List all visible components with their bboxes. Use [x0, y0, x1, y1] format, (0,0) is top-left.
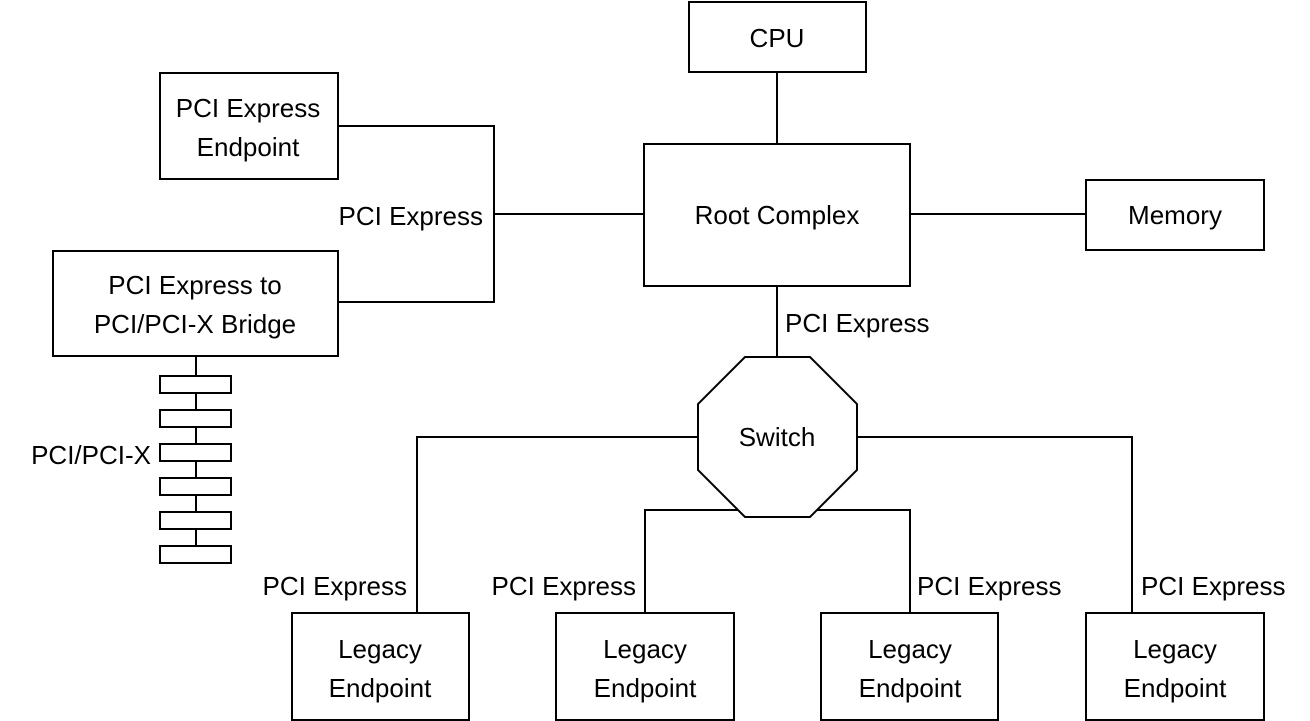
pci-slot — [159, 375, 232, 394]
legacy-2-link-label: PCI Express — [492, 571, 637, 601]
pci-bus-label: PCI/PCI-X — [31, 440, 151, 470]
left-bus-link — [338, 125, 495, 303]
pcie-endpoint-box — [159, 72, 339, 180]
switch-to-legacy-1-link — [416, 436, 698, 613]
legacy-endpoint-box-2 — [555, 612, 735, 721]
memory-box — [1085, 179, 1265, 251]
switch-label: Switch — [739, 422, 816, 452]
legacy-4-link-label: PCI Express — [1141, 571, 1286, 601]
legacy-endpoint-box-3 — [820, 612, 999, 721]
pcie-endpoint-label-line-2: Endpoint — [197, 132, 300, 162]
cpu-label: CPU — [750, 23, 805, 53]
memory-label: Memory — [1128, 200, 1222, 230]
switch-to-legacy-4-link — [857, 436, 1133, 613]
legacy-endpoint-1-label-line-2: Endpoint — [329, 673, 432, 703]
legacy-endpoint-box-1 — [291, 612, 470, 721]
legacy-1-link-label: PCI Express — [263, 571, 408, 601]
switch-to-legacy-2-3-link — [644, 509, 911, 613]
bridge-label-line-2: PCI/PCI-X Bridge — [94, 309, 296, 339]
pcie-endpoint-label-line-1: PCI Express — [176, 93, 321, 123]
root-to-switch-link-label: PCI Express — [785, 308, 930, 338]
switch-octagon — [697, 356, 858, 518]
bridge-box — [52, 250, 339, 357]
pci-bus-slots — [159, 375, 232, 564]
legacy-endpoint-2-label-line-1: Legacy — [603, 634, 687, 664]
root-complex-label: Root Complex — [695, 200, 860, 230]
legacy-endpoint-box-4 — [1085, 612, 1265, 721]
pci-slot — [159, 409, 232, 428]
legacy-endpoint-4-label-line-2: Endpoint — [1124, 673, 1227, 703]
pci-slot — [159, 477, 232, 496]
bridge-label-line-1: PCI Express to — [108, 270, 281, 300]
root-to-left-link-label: PCI Express — [339, 201, 484, 231]
pci-slot — [159, 511, 232, 530]
pci-slot — [159, 545, 232, 564]
legacy-endpoint-3-label-line-1: Legacy — [868, 634, 952, 664]
pci-slot — [159, 443, 232, 462]
legacy-endpoint-3-label-line-2: Endpoint — [859, 673, 962, 703]
legacy-3-link-label: PCI Express — [917, 571, 1062, 601]
root-complex-box — [643, 143, 911, 287]
cpu-box — [688, 1, 867, 73]
legacy-endpoint-2-label-line-2: Endpoint — [594, 673, 697, 703]
legacy-endpoint-1-label-line-1: Legacy — [338, 634, 422, 664]
legacy-endpoint-4-label-line-1: Legacy — [1133, 634, 1217, 664]
